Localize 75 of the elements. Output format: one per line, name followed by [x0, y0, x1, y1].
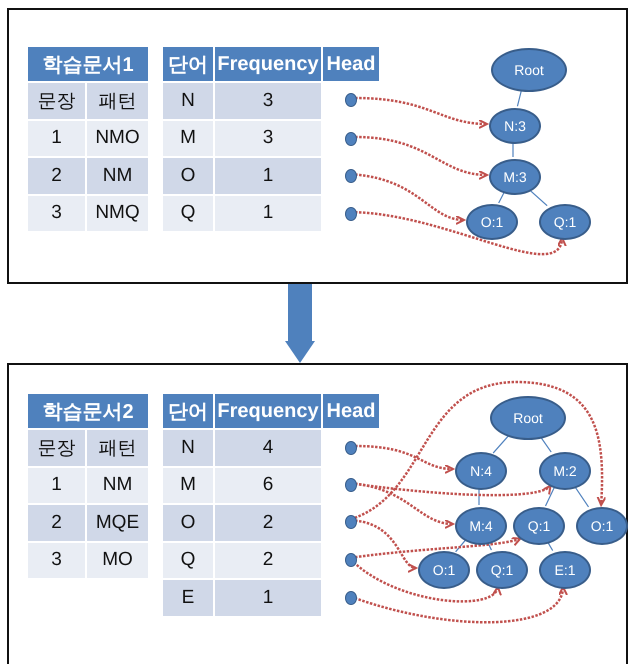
tree-node-ellipse: Q:1: [476, 551, 528, 589]
table-cell: 1: [27, 120, 86, 157]
tree-branch-line: [492, 435, 510, 454]
table-cell: O: [162, 157, 214, 194]
table-cell: N: [162, 82, 214, 120]
table-cell: 2: [27, 504, 86, 542]
table-cell: MQE: [86, 504, 149, 542]
table-header-cell: Frequency: [214, 393, 322, 429]
table-cell: 2: [214, 542, 322, 579]
diagram-panel: [7, 8, 628, 284]
table-cell: 6: [214, 466, 322, 504]
tree-branch-line: [478, 488, 480, 505]
table-cell: MO: [86, 542, 149, 579]
table-cell: 1: [214, 579, 322, 616]
table-cell: 문장: [27, 429, 86, 466]
table-header-cell: Head: [322, 46, 380, 82]
pointer-arrow: [354, 96, 488, 129]
tree-node-ellipse: Q:1: [513, 507, 565, 545]
tree-node-ellipse: N:3: [489, 108, 541, 144]
table-cell: NMO: [86, 120, 149, 157]
table-cell: NMQ: [86, 194, 149, 232]
table-header-cell: Head: [322, 393, 380, 429]
pointer-arrow: [354, 536, 522, 558]
table-cell: N: [162, 429, 214, 466]
tree-node-ellipse: M:2: [539, 452, 591, 490]
table-cell: NM: [86, 466, 149, 504]
table-cell: NM: [86, 157, 149, 194]
pointer-arrow: [354, 444, 454, 474]
pointer-arrow: [354, 519, 417, 572]
tree-branch-line: [455, 540, 466, 552]
table-cell: 3: [27, 194, 86, 232]
table-cell: M: [162, 120, 214, 157]
pointer-arrow: [354, 173, 465, 224]
tree-node-ellipse: N:4: [455, 452, 507, 490]
table-header-cell: 학습문서1: [27, 46, 149, 82]
table-header-cell: 단어: [162, 393, 214, 429]
down-arrow: [285, 284, 315, 363]
tree-node-ellipse: M:3: [489, 159, 541, 195]
table-cell: 3: [214, 120, 322, 157]
table-cell: 2: [214, 504, 322, 542]
tree-node-ellipse: Root: [491, 48, 567, 92]
table-cell: 3: [214, 82, 322, 120]
table-cell: E: [162, 579, 214, 616]
table-cell: 1: [214, 194, 322, 232]
tree-branch-line: [512, 142, 514, 157]
tree-node-ellipse: E:1: [539, 551, 591, 589]
table-header-cell: 단어: [162, 46, 214, 82]
pointer-arrow: [354, 482, 454, 528]
tree-branch-line: [516, 90, 522, 106]
tree-node-ellipse: Root: [490, 396, 566, 440]
table-cell: 패턴: [86, 429, 149, 466]
table-cell: 1: [27, 466, 86, 504]
table-cell: Q: [162, 542, 214, 579]
tree-node-ellipse: O:1: [576, 507, 628, 545]
table-cell: Q: [162, 194, 214, 232]
table-cell: M: [162, 466, 214, 504]
table-cell: 문장: [27, 82, 86, 120]
tree-node-ellipse: O:1: [418, 551, 470, 589]
tree-node-ellipse: M:4: [455, 507, 507, 545]
table-cell: O: [162, 504, 214, 542]
table-cell: 1: [214, 157, 322, 194]
tree-branch-line: [544, 486, 556, 506]
table-cell: 3: [27, 542, 86, 579]
tree-branch-line: [498, 192, 505, 204]
pointer-arrow: [354, 380, 606, 519]
table-header-cell: 학습문서2: [27, 393, 149, 429]
table-cell: 4: [214, 429, 322, 466]
pointer-arrow: [354, 136, 488, 180]
table-header-cell: Frequency: [214, 46, 322, 82]
tree-node-ellipse: O:1: [466, 204, 518, 240]
pointer-arrow: [354, 482, 552, 496]
table-cell: 2: [27, 157, 86, 194]
tree-node-ellipse: Q:1: [539, 204, 591, 240]
diagram-panel: [7, 363, 628, 664]
table-cell: 패턴: [86, 82, 149, 120]
